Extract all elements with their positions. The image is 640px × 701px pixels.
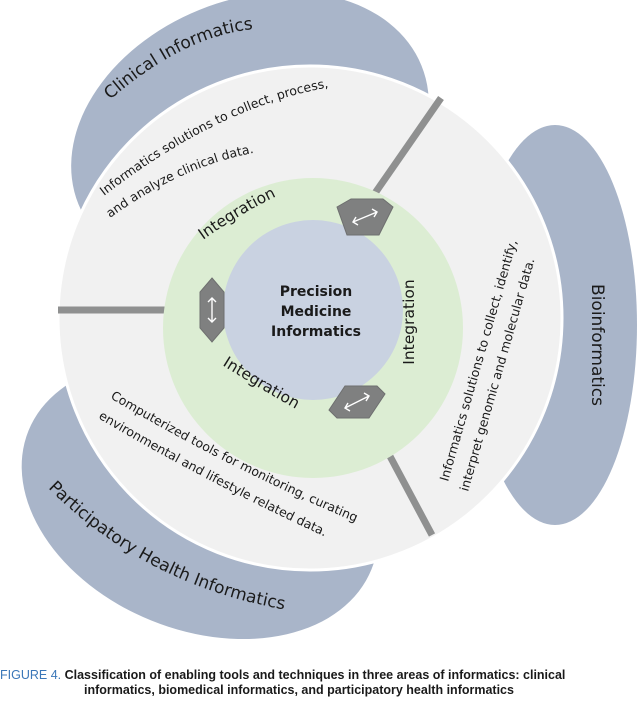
caption-line2: informatics, biomedical informatics, and…: [84, 683, 514, 697]
caption-line1: Classification of enabling tools and tec…: [64, 668, 566, 682]
figure-caption: FIGURE 4. Classification of enabling too…: [0, 668, 640, 698]
integration-hex-top-right: [336, 198, 394, 236]
center-circle: [223, 220, 403, 400]
center-label-line1: Precision: [280, 284, 352, 300]
center-label-line2: Medicine: [281, 304, 352, 320]
integration-hex-bottom-right: [328, 385, 386, 419]
informatics-diagram: Clinical Informatics Bioinformatics Part…: [21, 0, 637, 640]
integration-hex-left: [199, 277, 225, 343]
integration-label-right: Integration: [400, 279, 418, 364]
center-label-line3: Informatics: [271, 324, 361, 340]
bioinformatics-label: Bioinformatics: [587, 284, 607, 406]
caption-figure-label: FIGURE 4.: [0, 668, 62, 682]
